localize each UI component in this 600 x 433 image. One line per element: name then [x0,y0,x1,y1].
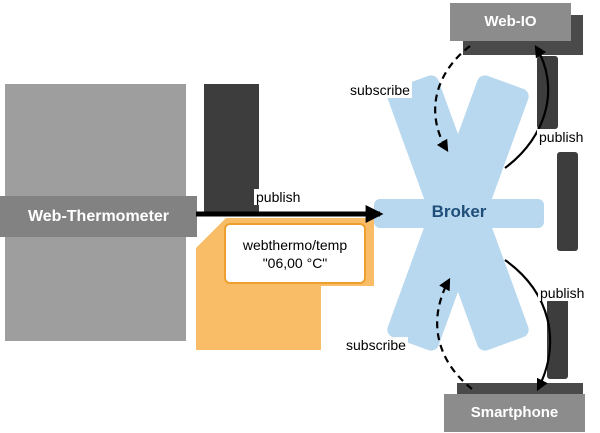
publish-arrow-shadow-top [537,56,558,129]
smartphone-node: Smartphone [444,394,585,432]
publish-arrow-smartphone [504,259,552,392]
publish-arrow-shadow-middle [557,152,578,251]
subscribe-arrow-smartphone [436,277,473,390]
thermometer-dark-panel [204,84,259,215]
web-io-node: Web-IO [450,3,571,41]
subscribe-label-top: subscribe [348,82,412,98]
publish-label-bottom-right: publish [538,285,587,301]
message-topic: webthermo/temp [242,236,348,253]
subscribe-label-bottom: subscribe [344,337,408,353]
message-callout: webthermo/temp "06,00 °C" [224,223,366,284]
publish-arrow-shadow-bottom [547,299,568,379]
broker-label: Broker [431,202,487,221]
publish-label-main: publish [254,189,303,205]
subscribe-arrow-webio [434,45,471,153]
publish-label-top-right: publish [537,129,586,145]
message-payload: "06,00 °C" [262,254,328,271]
web-thermometer-label: Web-Thermometer [0,196,197,237]
